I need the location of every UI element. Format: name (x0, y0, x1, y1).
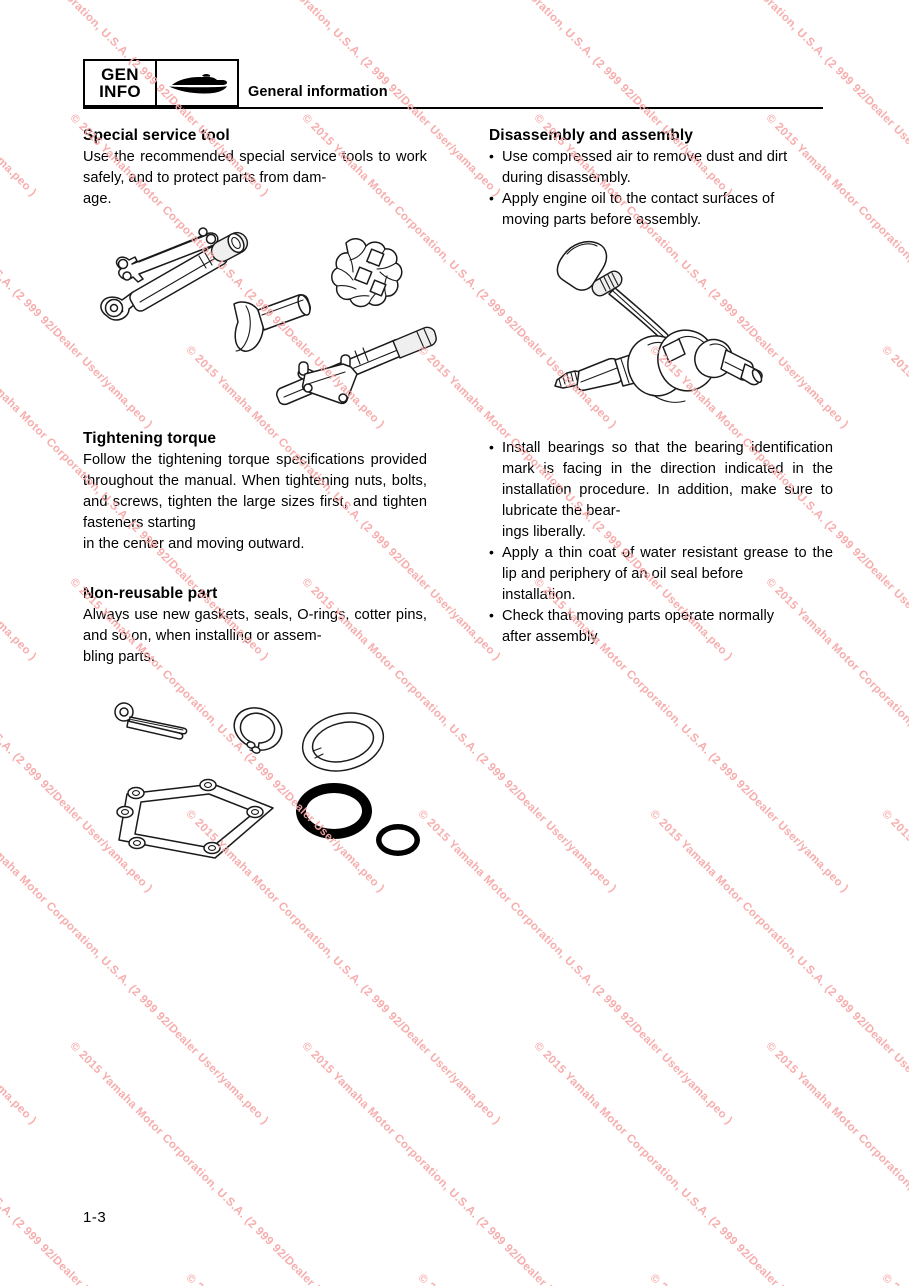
watermark-text: © 2015 Yamaha Motor Corporation, U.S.A. … (0, 1040, 154, 1286)
heading-disassembly-and-assembly: Disassembly and assembly (489, 127, 694, 144)
bullet-list-assembly-notes: Install bearings so that the bearing ide… (489, 437, 833, 648)
section-tab-line1: GEN (101, 64, 139, 84)
crankshaft (554, 329, 763, 403)
list-item-text-cont: moving parts before assembly. (502, 212, 702, 228)
spanner-wrench (115, 227, 219, 283)
list-item-text-cont: ings liberally. (502, 524, 587, 540)
left-column: Special service tool Use the recommended… (83, 126, 427, 668)
list-item: Install bearings so that the bearing ide… (489, 437, 833, 543)
o-ring-small (376, 824, 420, 856)
right-column: Disassembly and assembly Use compressed … (489, 126, 833, 648)
watermark-text: © 2015 Yamaha Motor Corporation, U.S.A. … (880, 1272, 909, 1286)
section-tab-label: GEN INFO (85, 61, 157, 105)
flower-shaped-holder-tool (331, 238, 403, 308)
watercraft-icon (157, 61, 237, 105)
watermark-text: © 2015 Yamaha Motor Corporation, U.S.A. … (0, 344, 39, 663)
circlip-c-type (233, 707, 283, 754)
o-ring-large (296, 783, 372, 839)
watermark-text: © 2015 Yamaha Motor Corporation, U.S.A. … (0, 1272, 270, 1286)
watermark-text: © 2015 Yamaha Motor Corporation, U.S.A. … (299, 1040, 619, 1286)
watermark-text: © 2015 Yamaha Motor Corporation, U.S.A. … (879, 808, 909, 1127)
watermark-text: © 2015 Yamaha Motor Corporation, U.S.A. … (0, 808, 39, 1127)
list-item: Apply engine oil to the contact surfaces… (489, 188, 833, 231)
watermark-text: © 2015 Yamaha Motor Corporation, U.S.A. … (184, 1272, 503, 1286)
watermark-text: © 2015 Yamaha Motor Corporation, U.S.A. … (67, 1040, 387, 1286)
section-special-service-tool: Special service tool Use the recommended… (83, 126, 427, 210)
page-title: General information (248, 84, 388, 100)
figure-special-service-tools (95, 222, 445, 412)
watermark-text: © 2015 Yamaha Motor Corporation, U.S.A. … (0, 1272, 38, 1286)
list-item-text: Check that moving parts operate normally (502, 608, 775, 624)
oil-can (556, 240, 669, 342)
list-item-text: Install bearings so that the bearing ide… (502, 440, 833, 519)
bullet-list-disassembly: Use compressed air to remove dust and di… (489, 146, 833, 231)
torque-wrench (100, 231, 249, 321)
watermark-text: © 2015 Yamaha Motor Corporation, U.S.A. … (880, 0, 909, 199)
watermark-text: © 2015 Yamaha Motor Corporation, U.S.A. … (415, 808, 735, 1127)
section-non-reusable-part: Non-reusable part Always use new gaskets… (83, 584, 427, 668)
cotter-pin (114, 702, 188, 740)
paragraph-non-reusable-part-cont: bling parts. (83, 649, 155, 665)
figure-non-reusable-parts (95, 688, 425, 873)
figure-oil-can-and-crankshaft (545, 232, 765, 422)
list-item: Check that moving parts operate normally… (489, 605, 833, 648)
watermark-text: © 2015 Yamaha Motor Corporation, U.S.A. … (879, 344, 909, 663)
heading-non-reusable-part: Non-reusable part (83, 585, 218, 602)
watermark-text: © 2015 Yamaha Motor Corporation, U.S.A. … (416, 1272, 735, 1286)
watermark-text: © 2015 Yamaha Motor Corporation, U.S.A. … (648, 1272, 909, 1286)
heading-special-service-tool: Special service tool (83, 127, 230, 144)
section-tab-line2: INFO (99, 82, 141, 101)
paragraph-tightening-torque: Follow the tightening torque specificati… (83, 452, 427, 531)
page-number: 1-3 (83, 1209, 107, 1226)
section-tightening-torque: Tightening torque Follow the tightening … (83, 429, 427, 555)
section-tab-box: GEN INFO (83, 59, 239, 107)
list-item-text: Use compressed air to remove dust and di… (502, 149, 788, 165)
header-divider (83, 107, 823, 109)
watermark-text: © 2015 Yamaha Motor Corporation, U.S.A. … (531, 1040, 851, 1286)
page-header: GEN INFO General information (83, 59, 823, 114)
paragraph-non-reusable-part: Always use new gaskets, seals, O-rings, … (83, 607, 427, 644)
list-item-text-cont: installation. (502, 587, 576, 603)
list-item: Use compressed air to remove dust and di… (489, 146, 833, 189)
paragraph-tightening-torque-cont: in the center and moving outward. (83, 536, 305, 552)
list-item-text-cont: during disassembly. (502, 170, 631, 186)
watermark-text: © 2015 Yamaha Motor Corporation, U.S.A. … (0, 0, 39, 199)
gasket (116, 778, 274, 859)
watermark-text: © 2015 Yamaha Motor Corporation, U.S.A. … (647, 808, 909, 1127)
watermark-text: © 2015 Yamaha Motor Corporation, U.S.A. … (763, 1040, 909, 1286)
list-item: Apply a thin coat of water resistant gre… (489, 542, 833, 606)
heading-tightening-torque: Tightening torque (83, 430, 217, 447)
list-item-text: Apply a thin coat of water resistant gre… (502, 545, 833, 582)
paragraph-special-service-tool: Use the recommended special service tool… (83, 149, 427, 186)
t-handle-tool (233, 294, 311, 352)
paragraph-special-service-tool-cont: age. (83, 191, 112, 207)
retaining-ring (301, 712, 385, 772)
pin-wrench-tool (297, 354, 358, 405)
list-item-text-cont: after assembly. (502, 629, 601, 645)
list-item-text: Apply engine oil to the contact surfaces… (502, 191, 775, 207)
